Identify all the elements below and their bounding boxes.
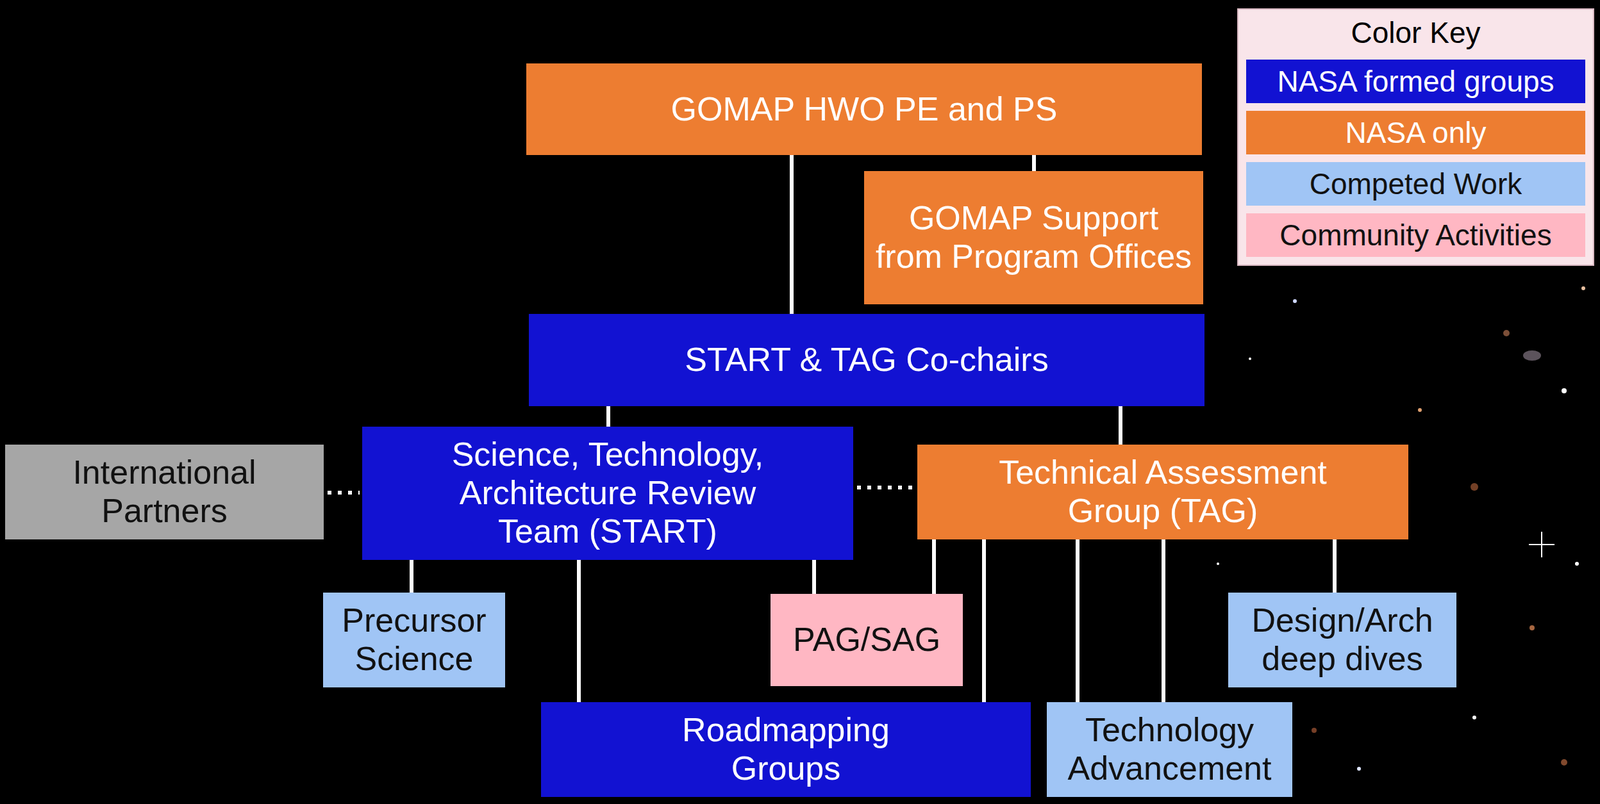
star <box>1561 388 1567 394</box>
connector-line <box>789 155 794 315</box>
legend-title: Color Key <box>1246 13 1586 52</box>
galaxy <box>1503 330 1510 337</box>
box-label: START & TAG Co-chairs <box>684 341 1049 380</box>
legend-swatch: NASA only <box>1246 110 1586 155</box>
dotted-connector <box>327 491 360 495</box>
org-box: GOMAP HWO PE and PS <box>526 63 1202 156</box>
legend-text: Community Activities <box>1279 219 1552 252</box>
connector-line <box>932 539 936 595</box>
connector-line <box>409 560 414 593</box>
star <box>1248 357 1252 361</box>
star <box>1292 299 1297 304</box>
connector-line <box>1332 539 1337 593</box>
star <box>1417 408 1422 413</box>
box-label: PAG/SAG <box>792 621 941 660</box>
org-box: GOMAP Support from Program Offices <box>864 171 1204 305</box>
galaxy <box>1470 483 1479 492</box>
galaxy <box>1560 759 1568 767</box>
org-box: START & TAG Co-chairs <box>528 314 1205 407</box>
box-label: GOMAP HWO PE and PS <box>670 90 1058 129</box>
legend-text: NASA only <box>1345 116 1487 150</box>
org-box: Science, Technology, Architecture Review… <box>362 426 854 561</box>
dotted-connector <box>857 485 915 490</box>
box-label: Roadmapping Groups <box>632 711 940 789</box>
box-label: Technical Assessment Group (TAG) <box>964 453 1362 531</box>
org-box: PAG/SAG <box>770 594 963 687</box>
spiral-galaxy <box>1523 350 1542 361</box>
legend-text: NASA formed groups <box>1276 65 1554 99</box>
galaxy <box>1311 728 1317 734</box>
star <box>1357 767 1361 772</box>
connector-line <box>576 560 581 703</box>
box-label: Design/Arch deep dives <box>1238 601 1447 679</box>
org-box: Precursor Science <box>323 592 506 688</box>
legend-swatch: NASA formed groups <box>1246 59 1586 104</box>
org-box: International Partners <box>5 444 324 540</box>
org-box: Technology Advancement <box>1046 702 1293 798</box>
legend-swatch: Competed Work <box>1246 162 1586 206</box>
connector-line <box>1075 539 1080 703</box>
connector-line <box>1118 406 1123 445</box>
connector-line <box>812 560 817 595</box>
galaxy <box>1529 625 1535 631</box>
star <box>1216 562 1220 566</box>
legend-box: Color KeyNASA formed groupsNASA onlyComp… <box>1237 8 1595 267</box>
connector-line <box>1161 539 1166 703</box>
org-box: Design/Arch deep dives <box>1228 592 1457 688</box>
connector-line <box>982 539 986 703</box>
star <box>1472 716 1477 720</box>
connector-line <box>606 406 611 427</box>
box-label: GOMAP Support from Program Offices <box>874 199 1193 277</box>
star <box>1575 562 1579 567</box>
box-label: Technology Advancement <box>1057 711 1283 789</box>
connector-line <box>1032 155 1036 172</box>
legend-text: Competed Work <box>1309 167 1523 201</box>
box-label: International Partners <box>15 453 314 531</box>
box-label: Precursor Science <box>333 601 495 679</box>
legend-swatch: Community Activities <box>1246 213 1586 258</box>
star <box>1581 286 1586 291</box>
org-box: Technical Assessment Group (TAG) <box>917 444 1409 540</box>
box-label: Science, Technology, Architecture Review… <box>441 435 775 551</box>
star-spikes <box>1528 532 1555 558</box>
org-box: Roadmapping Groups <box>541 702 1031 798</box>
